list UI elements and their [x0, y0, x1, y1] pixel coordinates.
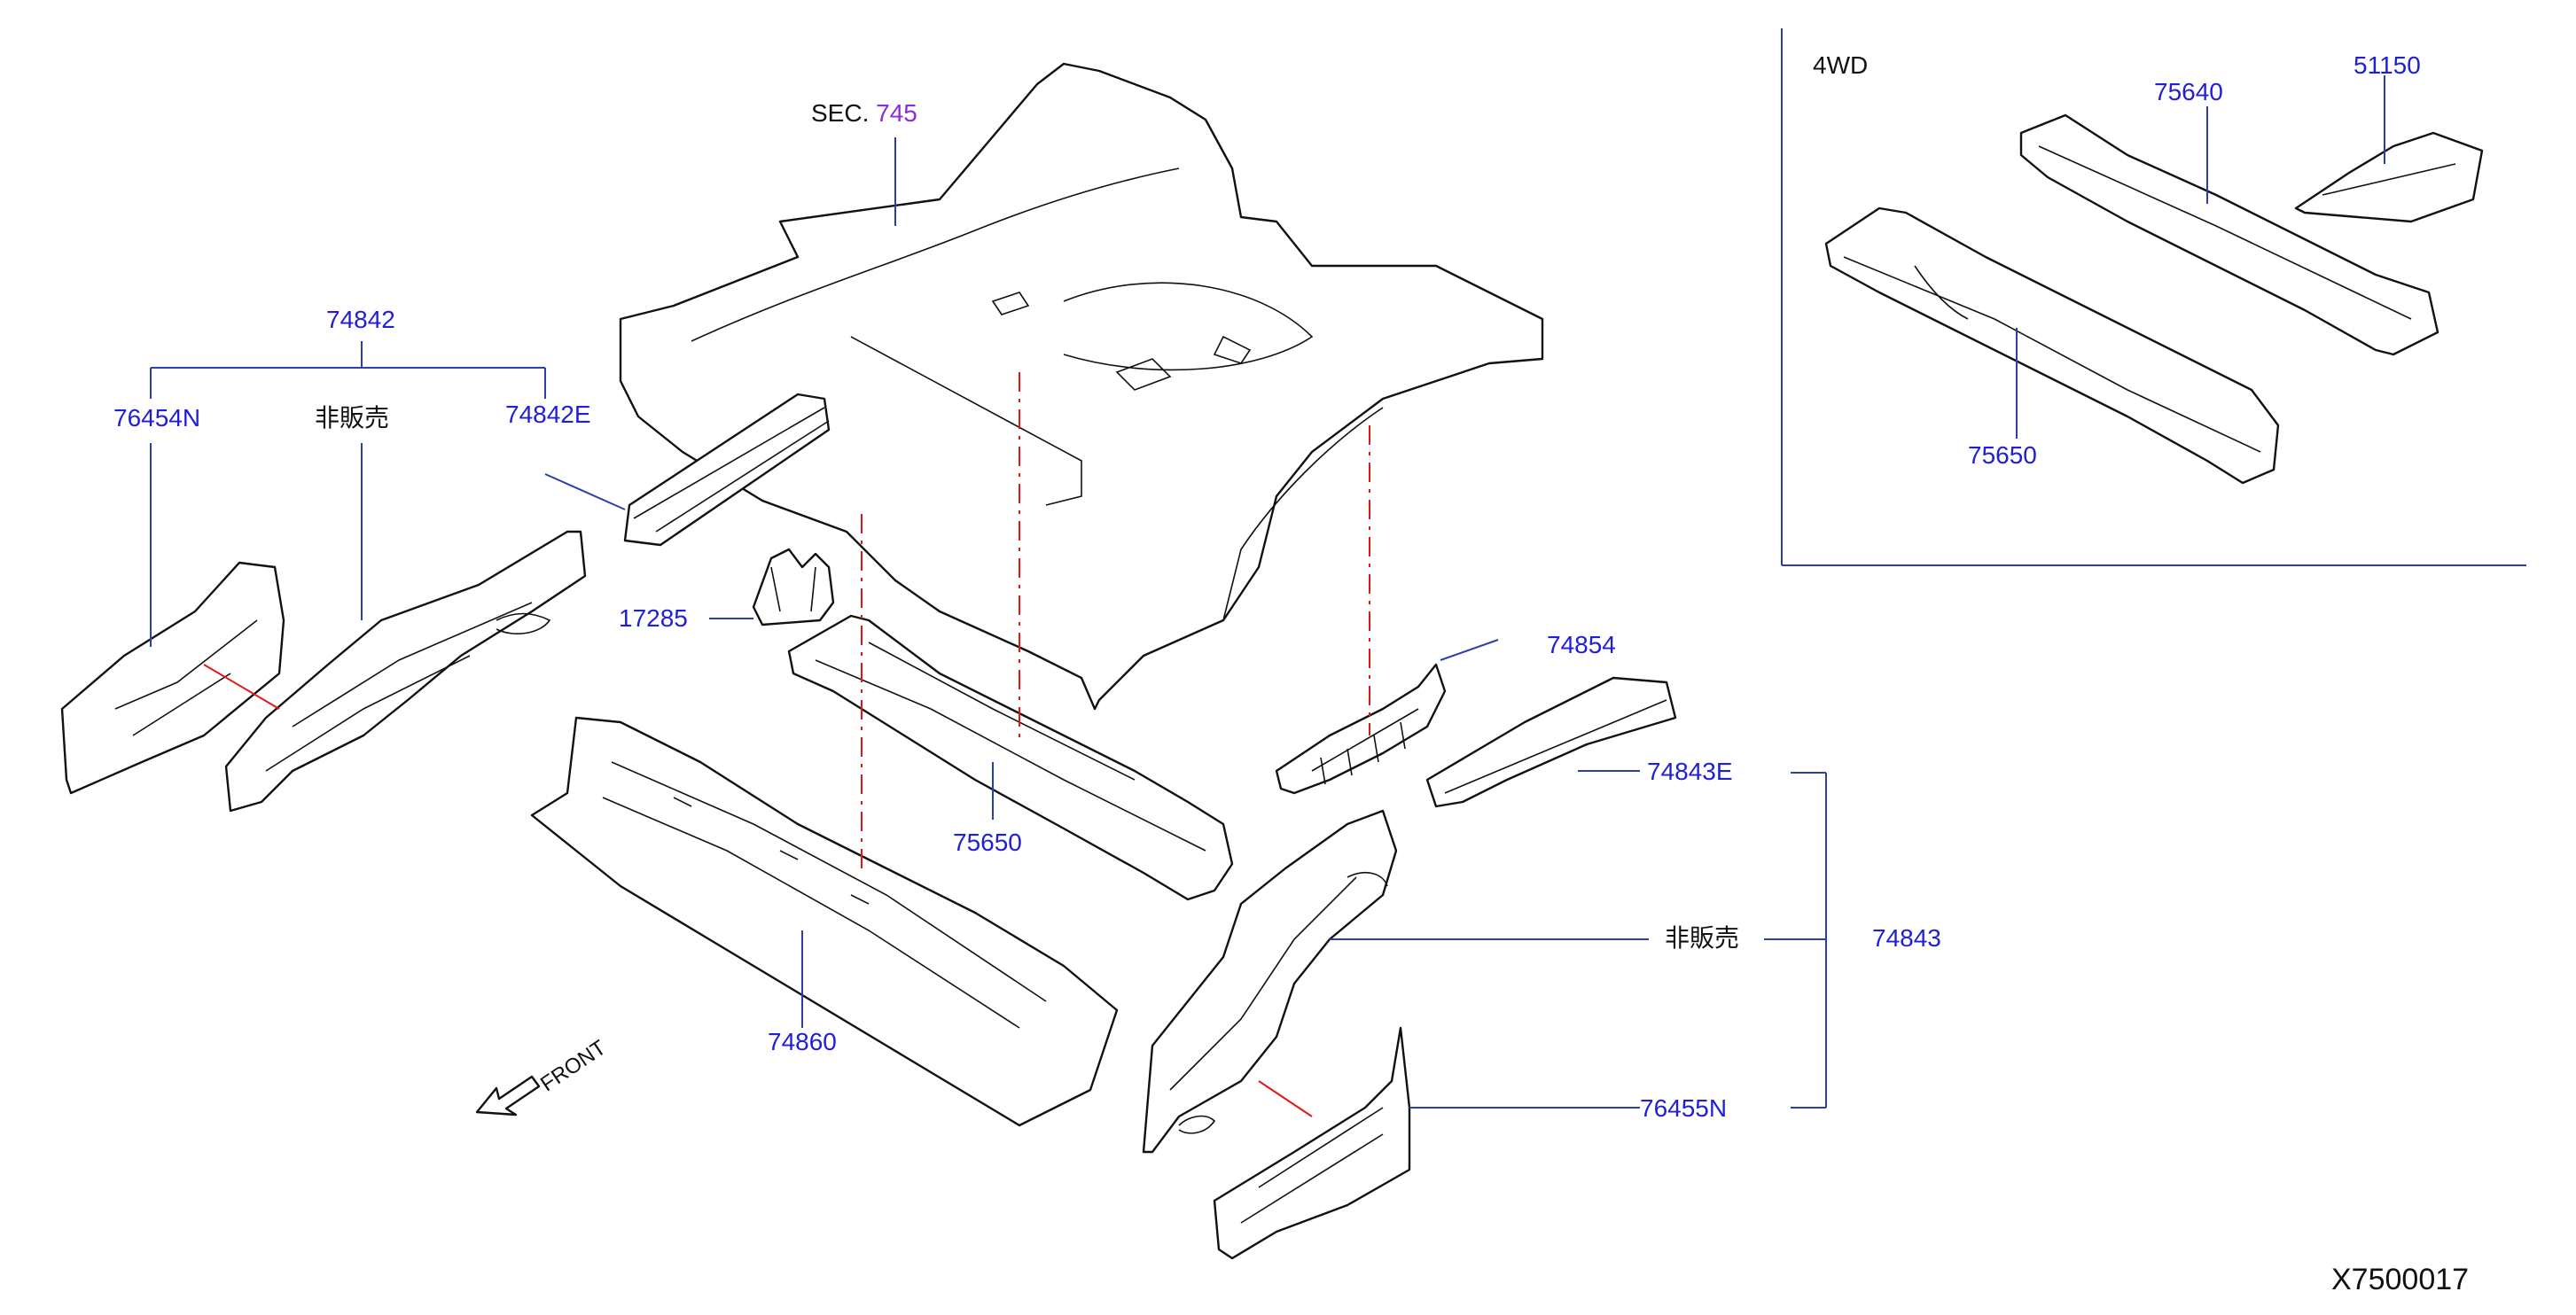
- reference-code: X7500017: [2331, 1263, 2470, 1296]
- inset-part-75650[interactable]: 75650: [1968, 441, 2037, 469]
- part-74842E[interactable]: 74842E: [505, 401, 591, 428]
- part-nonsale-right-shape: [1142, 809, 1398, 1154]
- part-17285-shape: [752, 548, 835, 626]
- leader-lines: [150, 75, 2385, 1109]
- part-74842[interactable]: 74842: [326, 306, 395, 333]
- part-74854[interactable]: 74854: [1547, 631, 1616, 658]
- part-76454N[interactable]: 76454N: [113, 404, 201, 432]
- section-link-745[interactable]: 745: [876, 99, 917, 127]
- part-74842E-shape: [623, 393, 831, 547]
- part-74843[interactable]: 74843: [1872, 924, 1941, 952]
- inset-part-51150-shape: [2294, 131, 2484, 223]
- part-nonsale-left-shape: [224, 530, 587, 813]
- part-75650[interactable]: 75650: [953, 829, 1022, 856]
- front-arrow-icon: [475, 1075, 541, 1117]
- not-for-sale-label-left: 非販売: [315, 403, 390, 432]
- section-prefix: SEC.: [811, 99, 870, 127]
- inset-part-75640[interactable]: 75640: [2154, 78, 2223, 105]
- part-76455N-shape: [1213, 1026, 1411, 1260]
- part-76455N[interactable]: 76455N: [1640, 1094, 1728, 1122]
- part-74843E[interactable]: 74843E: [1647, 758, 1733, 785]
- part-74843E-shape: [1425, 676, 1677, 808]
- rear-floor-panel: [619, 62, 1544, 711]
- section-reference: SEC. 745: [811, 99, 917, 128]
- part-74860[interactable]: 74860: [768, 1028, 837, 1055]
- inset-title: 4WD: [1813, 51, 1869, 79]
- part-75650-shape: [787, 614, 1234, 901]
- part-74860-shape: [530, 716, 1119, 1127]
- inset-frame: [1781, 28, 2526, 566]
- part-17285[interactable]: 17285: [619, 604, 688, 632]
- inset-part-75650-shape: [1824, 206, 2280, 485]
- inset-part-51150[interactable]: 51150: [2354, 51, 2421, 79]
- part-76454N-shape: [60, 561, 285, 795]
- inset-part-75640-shape: [2019, 113, 2439, 356]
- not-for-sale-label-right: 非販売: [1665, 923, 1740, 953]
- part-74854-shape: [1275, 663, 1447, 795]
- centerlines: [203, 372, 1370, 1117]
